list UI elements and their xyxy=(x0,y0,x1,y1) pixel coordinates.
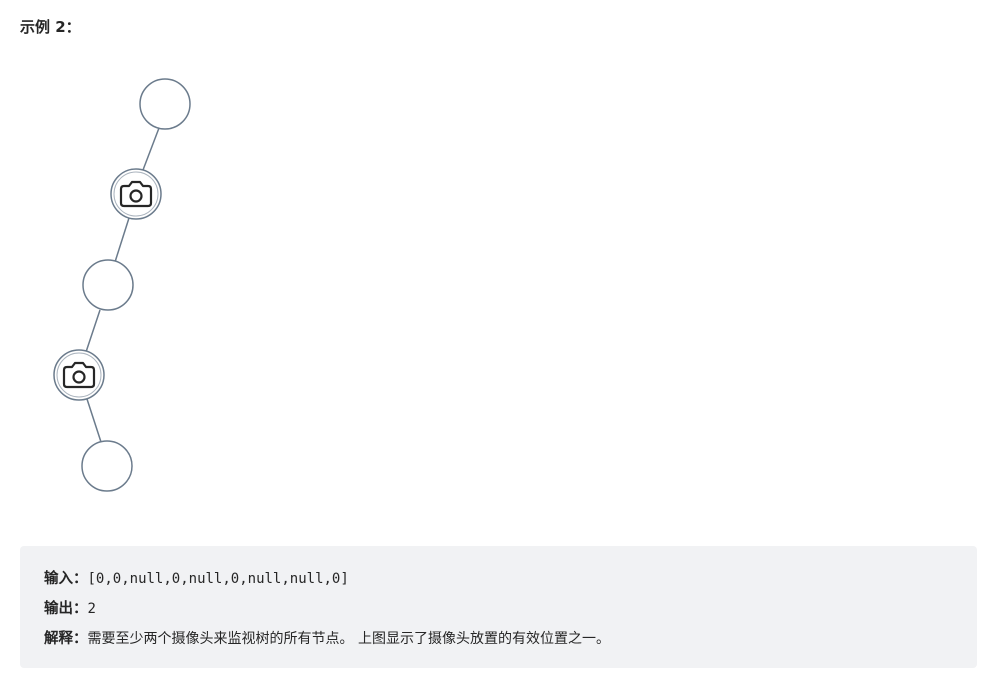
tree-node xyxy=(82,259,134,311)
tree-edge xyxy=(114,217,130,263)
binary-tree-diagram xyxy=(53,78,191,492)
explanation-value: 需要至少两个摄像头来监视树的所有节点。 上图显示了摄像头放置的有效位置之一。 xyxy=(87,631,610,647)
tree-node xyxy=(139,78,191,130)
example-heading: 示例 2： xyxy=(20,18,81,36)
input-value: [0,0,null,0,null,0,null,null,0] xyxy=(87,571,349,587)
tree-node-with-camera xyxy=(53,349,105,401)
tree-edge xyxy=(85,309,101,353)
tree-edge xyxy=(86,398,102,443)
tree-node xyxy=(81,440,133,492)
camera-icon xyxy=(62,361,96,389)
tree-edge xyxy=(142,127,160,171)
output-value: 2 xyxy=(87,601,96,617)
input-label: 输入： xyxy=(44,570,88,587)
tree-node-with-camera xyxy=(110,168,162,220)
example-code-block: 输入：[0,0,null,0,null,0,null,null,0] 输出：2 … xyxy=(20,546,977,668)
output-line: 输出：2 xyxy=(44,599,96,619)
output-label: 输出： xyxy=(44,600,88,617)
explanation-line: 解释：需要至少两个摄像头来监视树的所有节点。 上图显示了摄像头放置的有效位置之一… xyxy=(44,629,610,649)
camera-icon xyxy=(119,180,153,208)
input-line: 输入：[0,0,null,0,null,0,null,null,0] xyxy=(44,569,349,589)
explanation-label: 解释： xyxy=(44,630,88,647)
